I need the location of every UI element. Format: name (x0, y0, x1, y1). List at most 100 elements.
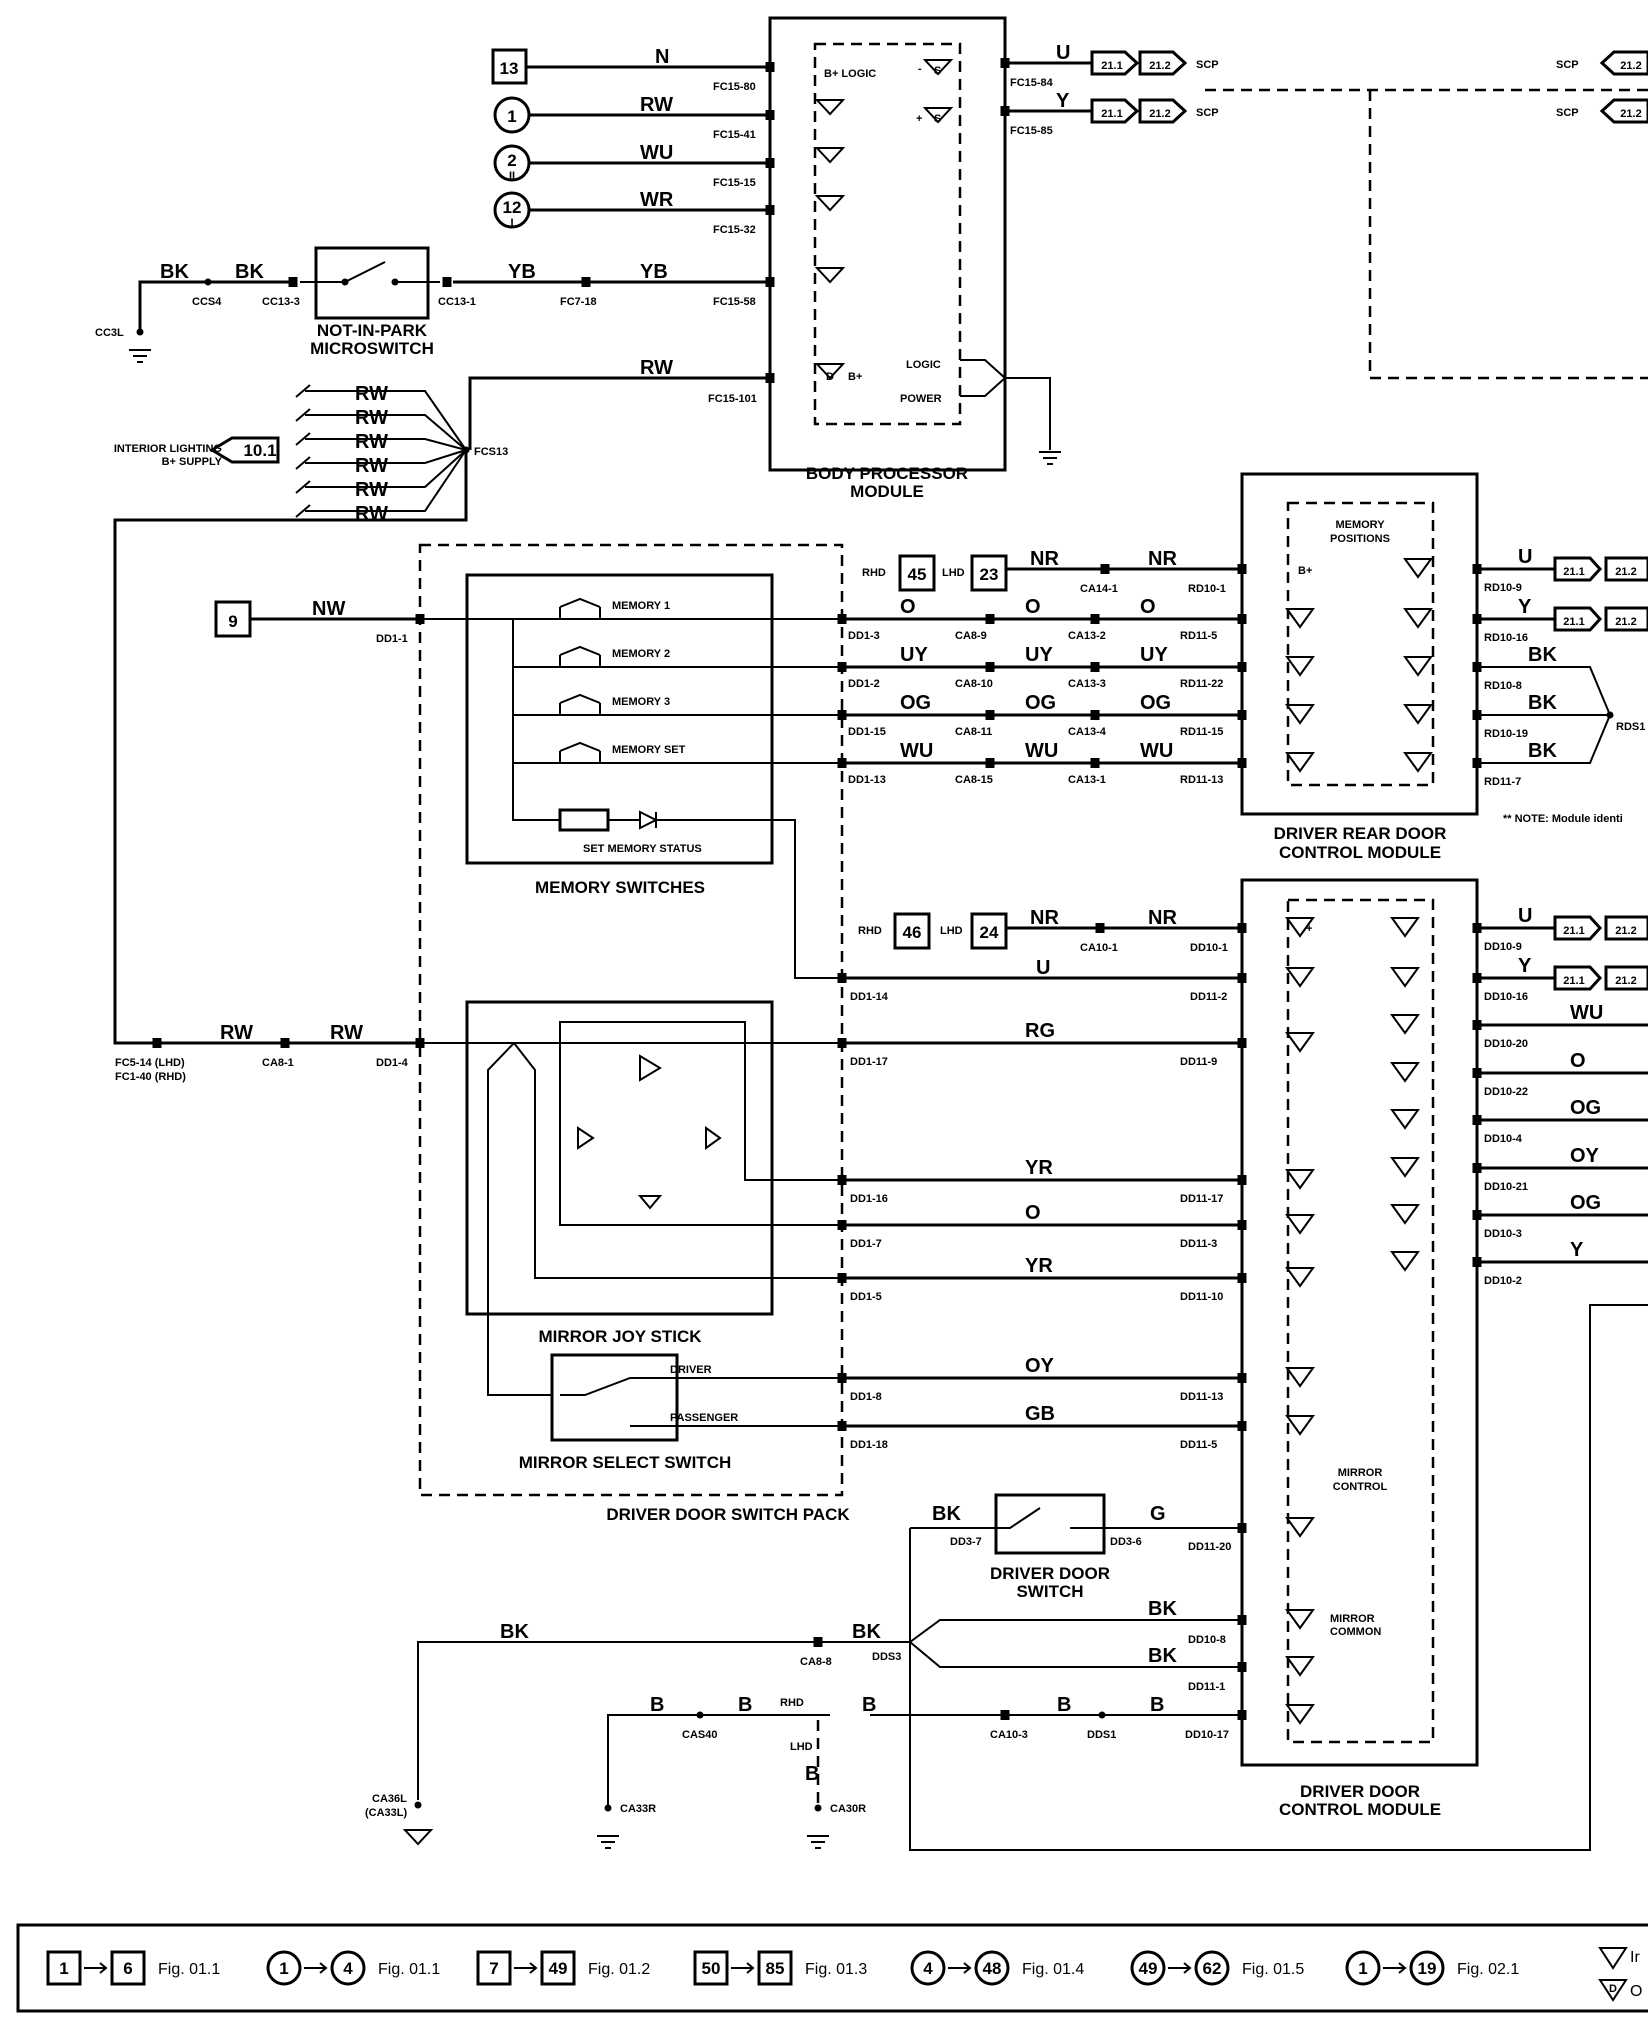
svg-text:DD1-17: DD1-17 (850, 1056, 888, 1068)
svg-text:Fig. 01.1: Fig. 01.1 (378, 1961, 440, 1978)
svg-text:OG: OG (900, 692, 931, 714)
svg-text:FC15-58: FC15-58 (713, 296, 756, 308)
rear-output-3: RD10-8BK (1403, 644, 1611, 716)
svg-text:FC7-18: FC7-18 (560, 296, 597, 308)
svg-text:Fig. 01.1: Fig. 01.1 (158, 1961, 220, 1978)
svg-text:49: 49 (549, 1959, 568, 1978)
output-symbol (1403, 752, 1433, 773)
output-symbol (1390, 917, 1420, 938)
svg-text:DD10-22: DD10-22 (1484, 1086, 1528, 1098)
svg-text:S: S (934, 65, 941, 77)
svg-text:DD10-16: DD10-16 (1484, 991, 1528, 1003)
svg-text:19: 19 (1418, 1959, 1437, 1978)
rear-nr-supply: RHD 45 LHD 23 NR NR CA14-1 RD10-1 (862, 548, 1247, 595)
svg-text:DD11-2: DD11-2 (1190, 991, 1227, 1003)
svg-text:21.2: 21.2 (1615, 616, 1636, 628)
legend-item-1: 1 6 Fig. 01.1 (46, 1950, 220, 1986)
svg-text:CA8-15: CA8-15 (955, 774, 993, 786)
svg-text:NR: NR (1148, 907, 1177, 929)
output-symbol (1403, 704, 1433, 725)
output-symbol (1390, 1251, 1420, 1272)
svg-text:RD11-5: RD11-5 (1180, 630, 1217, 642)
input-symbol (1285, 1517, 1315, 1538)
svg-text:24: 24 (980, 923, 999, 942)
svg-text:BK: BK (852, 1621, 881, 1643)
svg-text:48: 48 (983, 1959, 1002, 1978)
svg-text:U: U (1056, 42, 1070, 64)
svg-text:21.2: 21.2 (1615, 566, 1636, 578)
svg-text:CAS40: CAS40 (682, 1729, 717, 1741)
not-in-park-circuit: CC3L BK BK CCS4 CC13-3 CC13-1 NOT-IN-PAR… (95, 246, 775, 363)
svg-text:D: D (826, 371, 834, 383)
svg-text:RHD: RHD (780, 1697, 804, 1709)
driver-rear-door-control-module: MEMORY POSITIONS B+ DRIVER REAR DOOR CON… (1240, 472, 1623, 862)
interior-lighting-label-2: B+ SUPPLY (162, 456, 223, 468)
input-symbol (1285, 967, 1315, 988)
svg-text:Fig. 01.4: Fig. 01.4 (1022, 1961, 1084, 1978)
memory-switches-title: MEMORY SWITCHES (535, 878, 705, 897)
output-symbol (1403, 558, 1433, 579)
rear-output-5: RD11-7 BK (1403, 714, 1611, 788)
svg-text:CA10-3: CA10-3 (990, 1729, 1028, 1741)
mirror-common-1: MIRROR (1330, 1613, 1375, 1625)
svg-text:U: U (1036, 957, 1050, 979)
bpm-logic-label: B+ LOGIC (824, 68, 876, 80)
interior-lighting-ref (209, 436, 280, 464)
svg-text:DD11-20: DD11-20 (1188, 1541, 1231, 1553)
svg-text:9: 9 (228, 612, 237, 631)
svg-text:WU: WU (1025, 740, 1058, 762)
svg-text:DD1-5: DD1-5 (850, 1291, 882, 1303)
svg-text:SCP: SCP (1196, 59, 1219, 71)
svg-text:DD10-9: DD10-9 (1484, 941, 1522, 953)
switch-pack-title: DRIVER DOOR SWITCH PACK (606, 1505, 850, 1524)
svg-text:13: 13 (500, 59, 519, 78)
svg-text:OY: OY (1570, 1145, 1600, 1167)
svg-text:B: B (738, 1694, 752, 1716)
svg-text:FC15-85: FC15-85 (1010, 125, 1053, 137)
svg-text:21.2: 21.2 (1615, 925, 1636, 937)
svg-text:21.1: 21.1 (1563, 616, 1584, 628)
memory-switch-1: MEMORY 1 (559, 597, 842, 620)
memory-positions-2: POSITIONS (1330, 533, 1390, 545)
svg-text:DD10-21: DD10-21 (1484, 1181, 1528, 1193)
svg-text:FC15-84: FC15-84 (1010, 77, 1054, 89)
svg-text:21.2: 21.2 (1615, 975, 1636, 987)
svg-text:RD11-7: RD11-7 (1484, 776, 1521, 788)
svg-text:CA8-8: CA8-8 (800, 1656, 832, 1668)
svg-text:45: 45 (908, 565, 927, 584)
bpm-inputs: 13 N FC15-80 1 RW FC15-41 2 II WU FC15-1… (491, 46, 775, 236)
svg-text:1: 1 (59, 1959, 68, 1978)
input-symbol (1285, 1214, 1315, 1235)
mirror-control-1: MIRROR (1338, 1467, 1383, 1479)
svg-text:G: G (1150, 1503, 1166, 1525)
svg-text:DD1-4: DD1-4 (376, 1057, 409, 1069)
svg-text:B: B (1057, 1694, 1071, 1716)
svg-text:CA13-4: CA13-4 (1068, 726, 1107, 738)
front-output-5: DD10-4OG (1390, 1097, 1648, 1145)
svg-text:BK: BK (1528, 740, 1557, 762)
svg-text:21.2: 21.2 (1149, 60, 1170, 72)
memory-switches: MEMORY SWITCHES SET MEMORY STATUS (420, 573, 842, 979)
svg-text:6: 6 (123, 1959, 132, 1978)
svg-text:RD10-16: RD10-16 (1484, 632, 1528, 644)
svg-text:DD1-13: DD1-13 (848, 774, 886, 786)
svg-text:DD11-9: DD11-9 (1180, 1056, 1217, 1068)
bpm-logic2-label: LOGIC (906, 359, 941, 371)
output-symbol (1390, 1062, 1420, 1083)
front-output-7: DD10-3OG (1390, 1192, 1648, 1240)
svg-text:BK: BK (1148, 1645, 1177, 1667)
svg-text:21.1: 21.1 (1101, 60, 1122, 72)
input-symbol (1285, 917, 1315, 938)
svg-text:CA30R: CA30R (830, 1803, 866, 1815)
svg-text:WU: WU (1570, 1002, 1603, 1024)
